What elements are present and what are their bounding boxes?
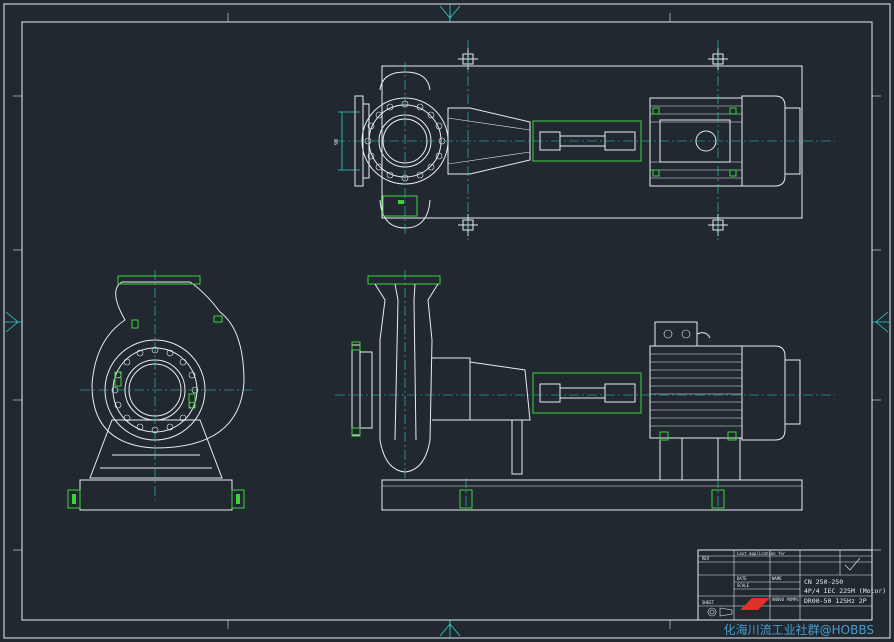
tb-label-2: DATE (737, 576, 747, 581)
end-view (67, 270, 252, 511)
centering-marks (4, 4, 890, 638)
baseplate-end (79, 479, 233, 511)
top-view-dimension: 90 (334, 139, 340, 145)
watermark: 化海川流工业社群@HOBBS (723, 623, 874, 637)
tb-label-3: NAME (772, 576, 782, 581)
coupling-guard-front (532, 372, 642, 414)
baseplate-front (381, 479, 803, 511)
logo-icon (740, 598, 770, 610)
frame-ticks (13, 13, 881, 629)
tb-label-0: Last application for (737, 551, 786, 556)
outer-frame (3, 3, 891, 639)
motor-front (649, 345, 743, 439)
tb-model: CN 250-250 (804, 578, 843, 586)
title-block: Last application for REV DATE NAME SCALE… (697, 549, 886, 621)
tb-label-1: REV (702, 556, 710, 561)
front-view (335, 270, 835, 512)
tb-motor: 4P/4 IEC 225M (Motor) (804, 587, 886, 595)
tb-label-4: SCALE (737, 583, 750, 588)
tb-drawing-no: DR00-50 125Hz 2P (804, 597, 867, 605)
baseplate-top (381, 65, 803, 219)
top-anchor-holes (458, 48, 728, 236)
inner-frame (21, 21, 873, 621)
tb-label-5: SHEET (702, 600, 715, 605)
tb-company: ANOVO PUMPS (772, 597, 799, 602)
top-view: 90 (334, 40, 835, 240)
projection-symbol-icon (707, 607, 733, 617)
